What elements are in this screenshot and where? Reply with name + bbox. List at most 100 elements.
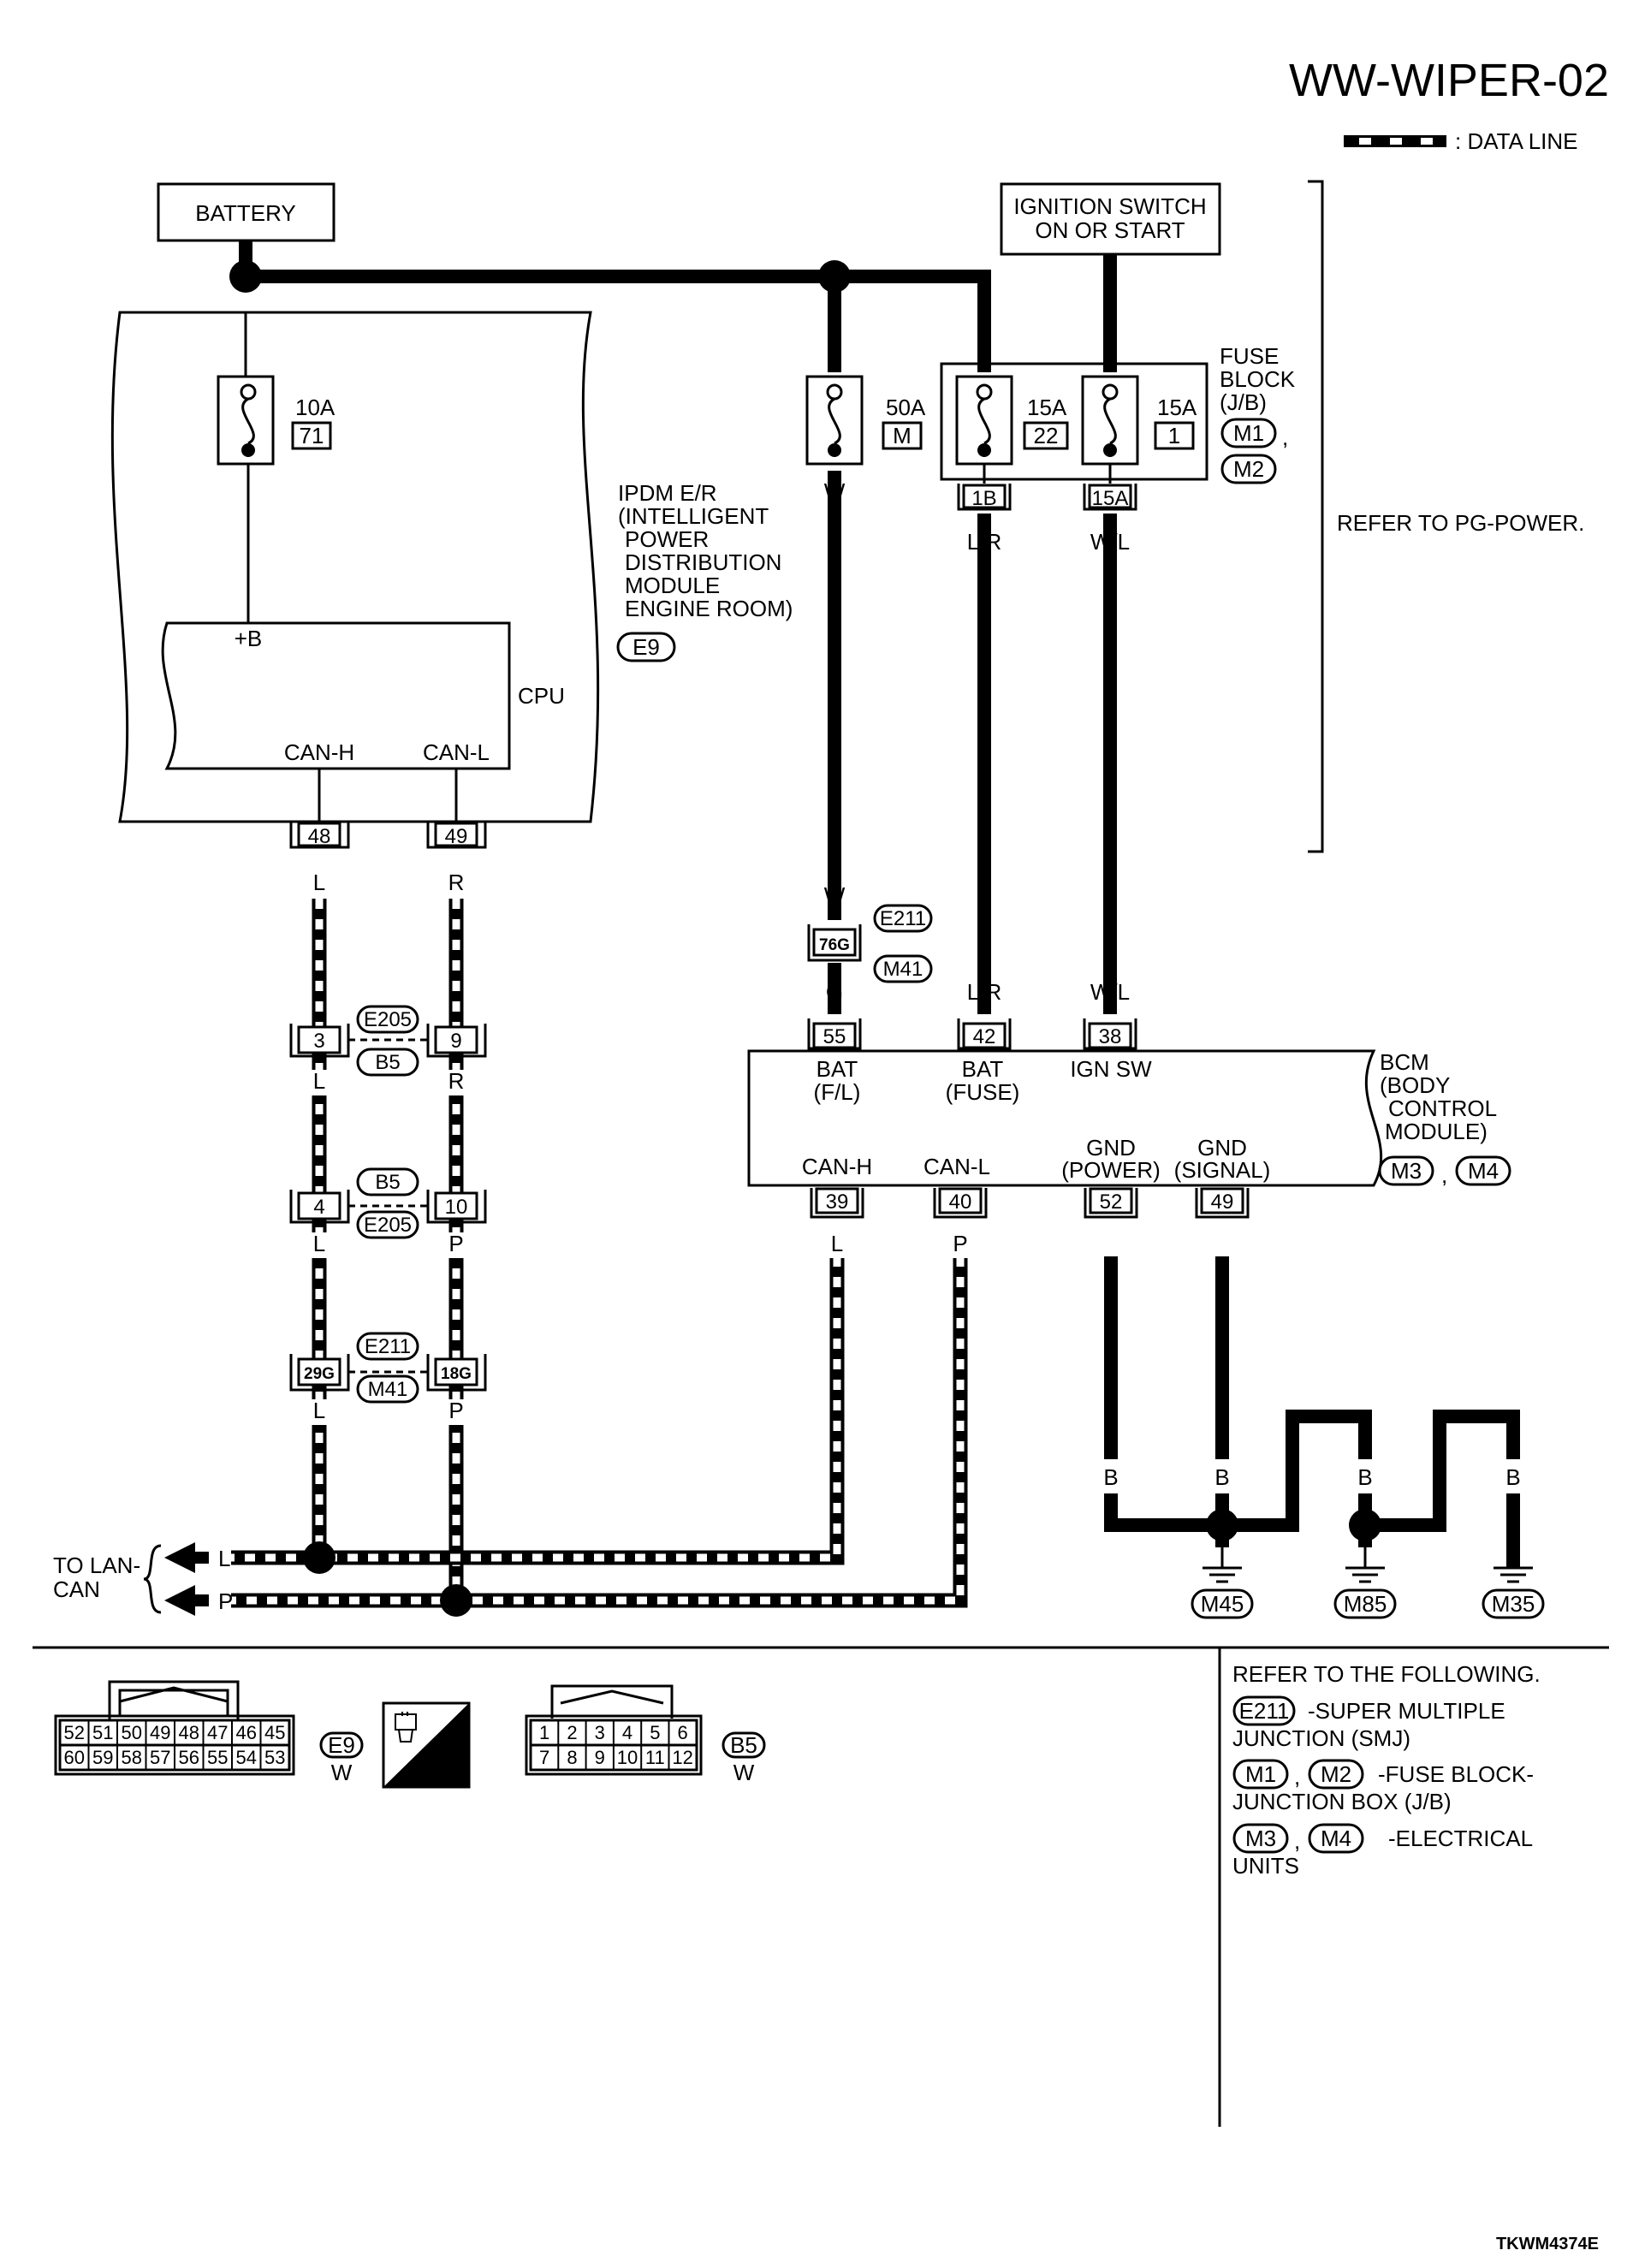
data-line-legend: : DATA LINE [1344,128,1578,154]
wire-label-w-mid: W [824,882,846,908]
svg-text:CAN: CAN [53,1576,100,1602]
main-splice [818,260,851,293]
svg-text:(FUSE): (FUSE) [946,1079,1020,1105]
connector-pin-label: 11 [645,1747,665,1768]
connector-pin-label: 10 [617,1747,638,1768]
svg-text:CAN-H: CAN-H [802,1154,872,1179]
svg-text:MODULE): MODULE) [1385,1119,1488,1144]
svg-text:M3: M3 [1245,1826,1276,1851]
svg-text:L: L [313,1231,325,1256]
svg-text:,: , [1294,1828,1300,1854]
svg-text:JUNCTION BOX (J/B): JUNCTION BOX (J/B) [1232,1789,1452,1814]
svg-text:IPDM E/R: IPDM E/R [618,480,717,506]
svg-text:B: B [1103,1464,1118,1490]
svg-text:GND: GND [1197,1135,1247,1161]
fuse-ipdm: 10A 71 [217,312,336,623]
can-wire-labels: L R L R L P L P L P [308,870,971,1425]
svg-text:E9: E9 [632,634,660,660]
svg-text:M1: M1 [1245,1761,1276,1787]
battery-label: BATTERY [195,200,296,226]
svg-text:(J/B): (J/B) [1220,389,1267,415]
wire-label-wl-top: W/L [1090,529,1130,555]
connector-pin-label: 56 [179,1747,199,1768]
connector-pin-label: 47 [207,1722,228,1743]
svg-text:48: 48 [308,825,331,848]
svg-text:E211: E211 [880,907,926,930]
svg-text:P: P [448,1231,463,1256]
ground-labels: M45 M85 M35 [1191,1588,1545,1619]
svg-text:DISTRIBUTION: DISTRIBUTION [625,549,781,575]
wire-label-g: G [826,979,843,1005]
ground-wire-labels: B B B B B B B B [1103,1253,1520,1490]
svg-text:BCM: BCM [1380,1049,1429,1075]
svg-text:FUSE: FUSE [1220,343,1279,369]
svg-text:18G: 18G [441,1365,472,1383]
svg-text:IGN SW: IGN SW [1070,1056,1152,1082]
bcm-outline [747,1049,1383,1187]
svg-text:UNITS: UNITS [1232,1853,1299,1879]
svg-text:L: L [831,1231,843,1256]
svg-text:CAN-L: CAN-L [923,1154,990,1179]
connector-pin-label: 46 [236,1722,257,1743]
svg-text:B: B [1214,1464,1229,1490]
joint-e205-b5-a: 3 9 E205 B5 [289,1005,487,1077]
fuse-ign-15a: 15A 1 15A [1081,375,1197,511]
svg-text:76G: 76G [819,936,850,954]
ground-splice-1 [1206,1509,1238,1541]
svg-text:R: R [448,1068,465,1094]
svg-text:L: L [313,1068,325,1094]
svg-text:L: L [218,1546,230,1571]
svg-text:E205: E205 [364,1214,412,1237]
svg-text:MODULE: MODULE [625,573,720,598]
connector-pin-label: 55 [207,1747,228,1768]
svg-text:M85: M85 [1344,1591,1387,1617]
svg-text:49: 49 [1211,1190,1234,1214]
can-l-splice [303,1541,336,1574]
ground-symbols [1203,1547,1533,1583]
svg-text:3: 3 [313,1030,324,1053]
svg-text:L: L [313,870,325,895]
svg-text:4: 4 [313,1196,324,1219]
svg-text:52: 52 [1100,1190,1123,1214]
svg-text:P: P [218,1588,233,1614]
connector-pin-label: 52 [64,1722,85,1743]
ipdm-label: IPDM E/R (INTELLIGENT POWER DISTRIBUTION… [616,480,793,662]
svg-text:M4: M4 [1468,1158,1499,1184]
svg-text:M3: M3 [1391,1158,1422,1184]
svg-text:B: B [1432,1464,1446,1490]
svg-text:R: R [448,870,465,895]
cpu-box [161,621,511,770]
svg-text:B: B [1505,1464,1520,1490]
ipdm-can-l: CAN-L [423,739,490,765]
ipdm-outline [110,311,600,823]
refer-bracket [1308,180,1324,853]
connector-pin-label: 3 [595,1722,605,1743]
bcm-terminal-labels: BAT (F/L) BAT (FUSE) IGN SW CAN-H CAN-L … [802,1056,1271,1183]
svg-text:(POWER): (POWER) [1061,1157,1161,1183]
svg-text:POWER: POWER [625,526,709,552]
connector-pin-label: 54 [236,1747,257,1768]
svg-text:W: W [733,1760,755,1785]
svg-text:15A: 15A [1092,487,1129,510]
svg-text:W: W [331,1760,353,1785]
battery-splice [229,260,262,293]
connector-pin-label: 59 [92,1747,113,1768]
connector-pin-label: 4 [622,1722,632,1743]
diagram-code: TKWM4374E [1496,2235,1599,2253]
battery-box [157,182,336,242]
svg-text:JUNCTION (SMJ): JUNCTION (SMJ) [1232,1725,1410,1751]
svg-text:E211: E211 [1239,1698,1290,1724]
connector-pin-label: 48 [179,1722,199,1743]
svg-text:(SIGNAL): (SIGNAL) [1174,1157,1271,1183]
svg-text:B: B [1357,1464,1372,1490]
cpu-label: CPU [518,683,565,709]
wire-label-wl: W/L [1090,979,1130,1005]
wire-label-lr-top: L/R [967,529,1001,555]
svg-text:: DATA LINE: : DATA LINE [1455,128,1578,154]
connector-pin-label: 9 [595,1747,605,1768]
svg-text:29G: 29G [304,1365,335,1383]
joint-b5-e205-b: 4 10 B5 E205 [289,1167,487,1239]
svg-text:40: 40 [949,1190,972,1214]
svg-text:GND: GND [1086,1135,1136,1161]
